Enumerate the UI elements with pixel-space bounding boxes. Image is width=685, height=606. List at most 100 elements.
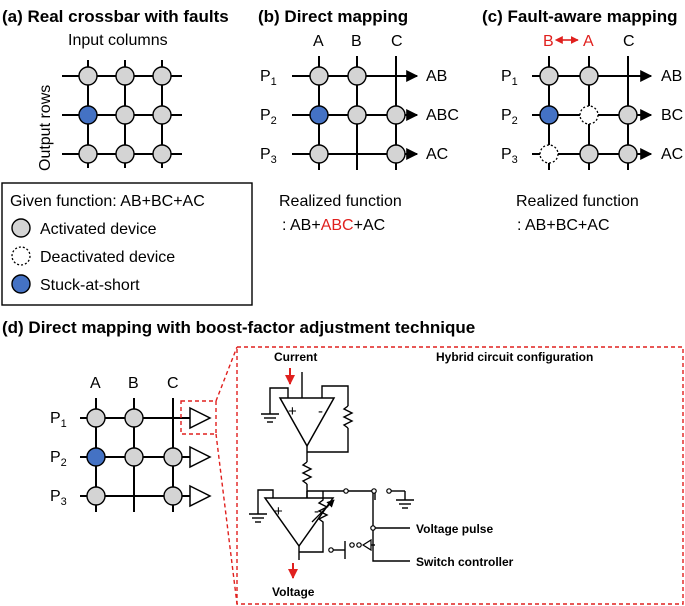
crossbar-a xyxy=(62,60,182,168)
panel-a: (a) Real crossbar with faults Input colu… xyxy=(2,7,229,171)
realized-function-b: : AB+ABC+AC xyxy=(282,217,385,234)
zoom-region xyxy=(180,400,217,435)
device-d-3-3 xyxy=(163,486,183,506)
stuck-device-c-2-1 xyxy=(539,105,559,125)
stuck-device-a-2-1 xyxy=(78,105,98,125)
device-d-2-3 xyxy=(163,447,183,467)
col-label-b-1: A xyxy=(313,33,324,50)
amplifier-icon xyxy=(189,445,212,469)
crossbar-b xyxy=(292,56,419,170)
stuck-device-d-2-1 xyxy=(86,447,106,467)
variable-resistor-arrow-icon xyxy=(311,499,335,523)
device-b-3-1 xyxy=(309,144,329,164)
stuck-device-b-2-1 xyxy=(309,105,329,125)
device-b-2-2 xyxy=(347,105,367,125)
col-label-b-3: C xyxy=(391,33,403,50)
legend-function: Given function: AB+BC+AC xyxy=(10,193,205,210)
input-columns-label: Input columns xyxy=(68,32,168,49)
legend-deactivated-label: Deactivated device xyxy=(40,249,175,266)
device-a-3-1 xyxy=(78,144,98,164)
device-a-1-3 xyxy=(152,66,172,86)
row-label-b-1: P1 xyxy=(260,68,277,88)
legend-stuck-label: Stuck-at-short xyxy=(40,277,140,294)
panel-b-title: (b) Direct mapping xyxy=(258,7,408,26)
col-label-d-3: C xyxy=(167,375,179,392)
hybrid-circuit: Current + - + - xyxy=(249,350,514,599)
col-label-c-c: C xyxy=(623,33,635,50)
panel-a-title: (a) Real crossbar with faults xyxy=(2,7,229,26)
output-b-3: AC xyxy=(426,146,448,163)
col-label-d-1: A xyxy=(90,375,101,392)
op-amp-2-plus: + xyxy=(274,503,283,520)
voltage-label: Voltage xyxy=(272,585,315,599)
amplifier-icon xyxy=(189,484,212,508)
output-c-3: AC xyxy=(661,146,683,163)
legend-activated-icon xyxy=(11,218,31,238)
panel-d: (d) Direct mapping with boost-factor adj… xyxy=(2,318,684,605)
switch-controller-label: Switch controller xyxy=(416,555,514,569)
crossbar-d xyxy=(80,398,212,512)
deactivated-device-c-3-1 xyxy=(539,144,559,164)
row-label-c-2: P2 xyxy=(501,107,518,127)
output-rows-label: Output rows xyxy=(37,85,54,171)
col-label-c-b: B xyxy=(543,33,554,50)
col-label-d-2: B xyxy=(128,375,139,392)
device-a-3-3 xyxy=(152,144,172,164)
realized-function-c: : AB+BC+AC xyxy=(517,217,610,234)
panel-c: (c) Fault-aware mapping B A C P1 P2 P3 A… xyxy=(482,7,683,234)
legend-stuck-icon xyxy=(11,274,31,294)
device-b-2-3 xyxy=(386,105,406,125)
legend-deactivated-icon xyxy=(11,246,31,266)
output-c-2: BC xyxy=(661,107,683,124)
row-label-c-3: P3 xyxy=(501,146,518,166)
realized-label-b: Realized function xyxy=(279,193,402,210)
device-d-3-1 xyxy=(86,486,106,506)
output-c-1: AB xyxy=(661,68,682,85)
realized-error-term: ABC xyxy=(321,217,354,234)
op-amp-1-minus: - xyxy=(318,403,323,420)
panel-c-title: (c) Fault-aware mapping xyxy=(482,7,678,26)
zoomed-circuit-box xyxy=(236,346,684,605)
device-a-1-1 xyxy=(78,66,98,86)
output-b-2: ABC xyxy=(426,107,459,124)
panel-d-title: (d) Direct mapping with boost-factor adj… xyxy=(2,318,475,337)
row-label-c-1: P1 xyxy=(501,68,518,88)
switch-driver-icon xyxy=(361,538,372,552)
device-b-1-2 xyxy=(347,66,367,86)
row-label-d-3: P3 xyxy=(50,488,67,508)
device-a-2-3 xyxy=(152,105,172,125)
row-label-b-3: P3 xyxy=(260,146,277,166)
amplifier-icon xyxy=(189,406,212,430)
crossbar-c xyxy=(532,56,653,170)
panel-b: (b) Direct mapping A B C P1 P2 P3 AB ABC… xyxy=(258,7,459,234)
legend: Given function: AB+BC+AC Activated devic… xyxy=(1,182,253,306)
op-amp-2-minus: - xyxy=(314,503,319,520)
device-c-3-3 xyxy=(618,144,638,164)
output-b-1: AB xyxy=(426,68,447,85)
col-label-b-2: B xyxy=(351,33,362,50)
device-c-2-3 xyxy=(618,105,638,125)
row-label-d-1: P1 xyxy=(50,410,67,430)
voltage-pulse-label: Voltage pulse xyxy=(416,522,493,536)
device-c-1-1 xyxy=(539,66,559,86)
device-c-1-2 xyxy=(579,66,599,86)
current-label: Current xyxy=(274,350,317,364)
op-amp-2 xyxy=(263,497,335,548)
deactivated-device-c-2-2 xyxy=(579,105,599,125)
op-amp-1-plus: + xyxy=(288,403,297,420)
device-b-3-3 xyxy=(386,144,406,164)
op-amp-1 xyxy=(278,397,336,448)
device-c-3-2 xyxy=(579,144,599,164)
device-a-1-2 xyxy=(115,66,135,86)
device-d-1-2 xyxy=(124,408,144,428)
device-d-2-2 xyxy=(124,447,144,467)
legend-activated-label: Activated device xyxy=(40,221,157,238)
realized-label-c: Realized function xyxy=(516,193,639,210)
row-label-b-2: P2 xyxy=(260,107,277,127)
row-label-d-2: P2 xyxy=(50,449,67,469)
col-label-c-a: A xyxy=(583,33,594,50)
device-b-1-1 xyxy=(309,66,329,86)
device-d-1-1 xyxy=(86,408,106,428)
hybrid-circuit-label: Hybrid circuit configuration xyxy=(436,350,593,364)
